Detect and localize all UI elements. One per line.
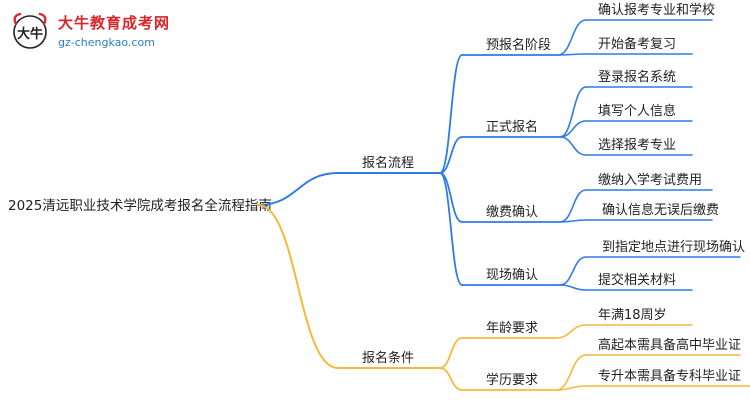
subbranch-connector [439, 136, 463, 174]
leaf-node: 登录报名系统 [598, 69, 676, 85]
leaf-connector [555, 324, 587, 339]
leaf-connector [557, 19, 587, 56]
leaf-connector [559, 136, 587, 156]
leaf-connector [557, 53, 587, 56]
subbranch-connector [439, 172, 463, 286]
leaf-node: 选择报考专业 [598, 138, 676, 153]
leaf-node: 年满18周岁 [598, 308, 667, 323]
svg-text:大牛: 大牛 [17, 26, 43, 42]
leaf-node: 提交相关材料 [598, 272, 676, 288]
subbranch-connector [439, 54, 463, 174]
branch-node: 报名流程 [362, 155, 414, 171]
subbranch-node: 年龄要求 [486, 321, 538, 336]
subbranch-node: 现场确认 [486, 268, 538, 283]
subbranch-node: 缴费确认 [486, 205, 538, 220]
branch-node: 报名条件 [362, 350, 414, 366]
leaf-node: 高起本需具备高中毕业证 [598, 337, 741, 353]
subbranch-connector [439, 172, 463, 223]
leaf-node: 填写个人信息 [598, 103, 676, 119]
branch-connector [257, 204, 339, 369]
subbranch-node: 学历要求 [486, 372, 538, 388]
bull-logo-icon: 大牛 [13, 12, 47, 49]
leaf-node: 开始备考复习 [598, 36, 676, 52]
leaf-connector [559, 256, 587, 286]
root-node: 2025清远职业技术学院成考报名全流程指南 [8, 197, 272, 214]
subbranch-node: 预报名阶段 [486, 37, 551, 53]
leaf-connector [559, 189, 587, 223]
leaf-node: 确认报考专业和学校 [598, 2, 715, 18]
leaf-connector [555, 385, 587, 391]
watermark-logo: 大牛 大牛教育成考网 gz-chengkao.com [10, 8, 210, 58]
subbranch-connector [439, 337, 463, 369]
subbranch-connector [439, 367, 463, 391]
brand-url: gz-chengkao.com [58, 36, 155, 49]
leaf-connector [559, 219, 587, 223]
leaf-node: 到指定地点进行现场确认 [602, 240, 745, 255]
brand-name: 大牛教育成考网 [58, 14, 171, 32]
branch-connector [257, 172, 339, 206]
leaf-node: 专升本需具备专科毕业证 [598, 368, 741, 384]
subbranch-node: 正式报名 [486, 119, 538, 135]
leaf-connector [555, 354, 587, 391]
leaf-connector [559, 284, 587, 291]
leaf-node: 缴纳入学考试费用 [598, 172, 702, 188]
leaf-connector [559, 86, 587, 138]
leaf-node: 确认信息无误后缴费 [602, 202, 719, 218]
